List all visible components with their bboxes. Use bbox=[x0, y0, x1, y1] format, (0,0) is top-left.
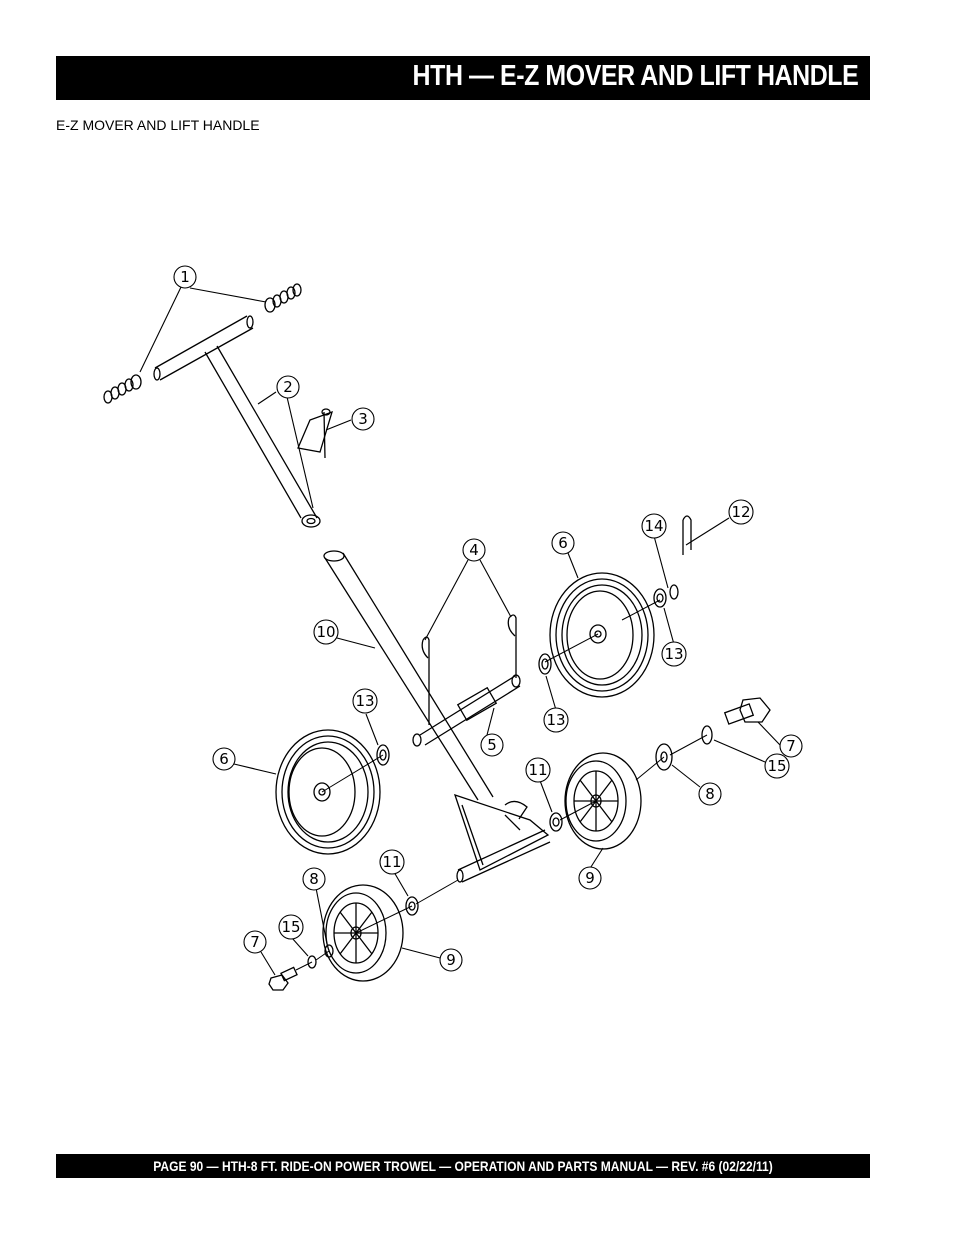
spacer-11-left bbox=[405, 896, 419, 916]
large-wheel-right bbox=[549, 572, 655, 698]
svg-text:4: 4 bbox=[469, 541, 479, 559]
bolt-left bbox=[268, 966, 298, 991]
svg-text:14: 14 bbox=[644, 517, 663, 535]
callout-2: 2 bbox=[276, 375, 300, 399]
callout-13-right-lower: 13 bbox=[543, 707, 569, 733]
svg-text:2: 2 bbox=[283, 378, 293, 396]
washer-8-right bbox=[655, 743, 673, 771]
svg-text:7: 7 bbox=[786, 737, 796, 755]
callout-8-left: 8 bbox=[302, 867, 326, 891]
hitch-pin-left bbox=[421, 636, 430, 725]
svg-text:7: 7 bbox=[250, 933, 260, 951]
svg-text:10: 10 bbox=[316, 623, 335, 641]
callout-13-left: 13 bbox=[352, 688, 378, 714]
svg-text:1: 1 bbox=[180, 268, 190, 286]
handle-grip bbox=[153, 315, 254, 381]
callout-15-right: 15 bbox=[764, 753, 790, 779]
footer-text: PAGE 90 — HTH-8 FT. RIDE-ON POWER TROWEL… bbox=[153, 1158, 773, 1174]
page-title: HTH — E-Z MOVER AND LIFT HANDLE bbox=[412, 60, 858, 92]
cotter-pin bbox=[682, 515, 692, 555]
washer-13-left bbox=[376, 744, 390, 766]
frame-tube bbox=[323, 550, 494, 801]
callout-9-right: 9 bbox=[578, 866, 602, 890]
section-subtitle: E-Z MOVER AND LIFT HANDLE bbox=[56, 117, 260, 133]
callout-14: 14 bbox=[641, 513, 667, 539]
bolt-right bbox=[723, 697, 771, 725]
washer-13-right-upper bbox=[653, 588, 667, 608]
svg-text:13: 13 bbox=[546, 711, 565, 729]
callout-11-left: 11 bbox=[379, 849, 405, 875]
svg-text:15: 15 bbox=[281, 918, 300, 936]
callout-8-right: 8 bbox=[698, 782, 722, 806]
callout-6-right: 6 bbox=[551, 531, 575, 555]
washer-13-right-lower bbox=[538, 653, 552, 675]
callout-11-right: 11 bbox=[525, 757, 551, 783]
svg-text:6: 6 bbox=[219, 750, 229, 768]
callout-4: 4 bbox=[462, 538, 486, 562]
svg-text:6: 6 bbox=[558, 534, 568, 552]
svg-text:11: 11 bbox=[528, 761, 547, 779]
svg-text:12: 12 bbox=[731, 503, 750, 521]
frame-bracket bbox=[453, 793, 551, 883]
small-wheel-right bbox=[564, 752, 642, 850]
svg-text:9: 9 bbox=[585, 869, 595, 887]
large-wheel-left bbox=[275, 729, 381, 855]
lock-pin bbox=[297, 408, 333, 459]
spacer-11-right bbox=[549, 812, 563, 832]
handle-end-grip-right bbox=[264, 283, 302, 313]
svg-text:5: 5 bbox=[487, 736, 497, 754]
svg-text:11: 11 bbox=[382, 853, 401, 871]
callout-1: 1 bbox=[173, 265, 197, 289]
handle-end-grip-left bbox=[103, 374, 142, 404]
washer-15-left bbox=[307, 955, 317, 969]
callout-3: 3 bbox=[351, 407, 375, 431]
callout-13-right-upper: 13 bbox=[661, 641, 687, 667]
leader-lines bbox=[139, 284, 781, 976]
callout-5: 5 bbox=[480, 733, 504, 757]
small-wheel-left bbox=[322, 884, 404, 982]
svg-text:9: 9 bbox=[446, 951, 456, 969]
callout-15-left: 15 bbox=[278, 914, 304, 940]
washer-8-left bbox=[324, 944, 334, 958]
svg-text:13: 13 bbox=[664, 645, 683, 663]
svg-text:13: 13 bbox=[355, 692, 374, 710]
callout-7-right: 7 bbox=[779, 734, 803, 758]
svg-text:15: 15 bbox=[767, 757, 786, 775]
page-title-bar: HTH — E-Z MOVER AND LIFT HANDLE bbox=[56, 56, 870, 100]
handle-shaft bbox=[204, 345, 321, 528]
washer-14 bbox=[669, 584, 679, 600]
svg-text:8: 8 bbox=[705, 785, 715, 803]
callout-6-left: 6 bbox=[212, 747, 236, 771]
svg-text:3: 3 bbox=[358, 410, 368, 428]
callout-9-left: 9 bbox=[439, 948, 463, 972]
washer-15-right bbox=[701, 725, 713, 745]
callout-7-left: 7 bbox=[243, 930, 267, 954]
callout-10: 10 bbox=[313, 619, 339, 645]
callout-12: 12 bbox=[728, 499, 754, 525]
svg-text:8: 8 bbox=[309, 870, 319, 888]
footer-bar: PAGE 90 — HTH-8 FT. RIDE-ON POWER TROWEL… bbox=[56, 1154, 870, 1178]
hitch-pin-right bbox=[507, 614, 517, 678]
